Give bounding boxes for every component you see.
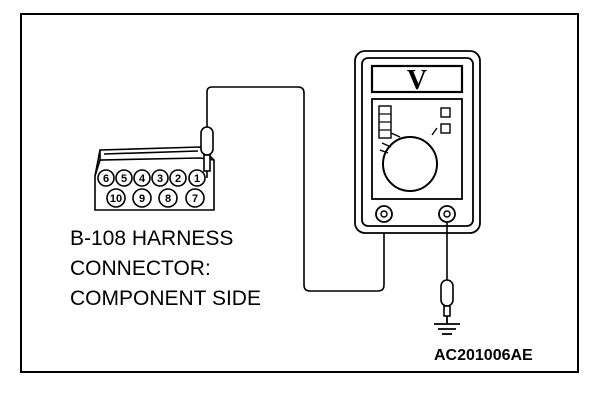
pin-label-1: 1 — [194, 173, 200, 185]
bottom-row-pins: 10 9 8 7 — [106, 188, 205, 208]
test-lead-wire — [206, 86, 385, 292]
pin-9 — [132, 188, 152, 208]
ground-probe-icon — [440, 279, 454, 317]
probe-icon — [200, 126, 214, 178]
pin-3 — [151, 169, 169, 187]
pin-2 — [169, 169, 187, 187]
pin-label-5: 5 — [121, 173, 127, 185]
pin-label-6: 6 — [103, 173, 109, 185]
pin-1 — [188, 169, 206, 187]
pin-label-9: 9 — [139, 193, 145, 205]
pin-8 — [158, 188, 178, 208]
pin-label-10: 10 — [110, 193, 122, 205]
pin-10 — [106, 188, 126, 208]
pin-4 — [133, 169, 151, 187]
selector-dial — [382, 136, 438, 192]
pin-5 — [115, 169, 133, 187]
connector-label-line-2: CONNECTOR: — [70, 257, 211, 280]
pin-label-3: 3 — [157, 173, 163, 185]
pin-label-8: 8 — [165, 193, 171, 205]
positive-terminal — [438, 205, 456, 223]
diagram-frame — [20, 13, 579, 373]
ground-icon — [434, 316, 460, 335]
top-row-pins: 6 5 4 3 2 1 — [97, 169, 206, 187]
pin-7 — [185, 188, 205, 208]
voltmeter-icon — [354, 50, 481, 234]
figure-id: AC201006AE — [434, 347, 533, 364]
connector-label: B-108 HARNESS CONNECTOR: COMPONENT SIDE — [70, 224, 261, 314]
pin-label-4: 4 — [139, 173, 146, 185]
negative-terminal — [375, 205, 393, 223]
pin-label-7: 7 — [192, 193, 198, 205]
pin-6 — [97, 169, 115, 187]
connector-label-line-1: B-108 HARNESS — [70, 227, 234, 250]
meter-mode-symbol: V — [407, 65, 427, 96]
connector-label-line-3: COMPONENT SIDE — [70, 287, 261, 310]
pin-label-2: 2 — [175, 173, 181, 185]
